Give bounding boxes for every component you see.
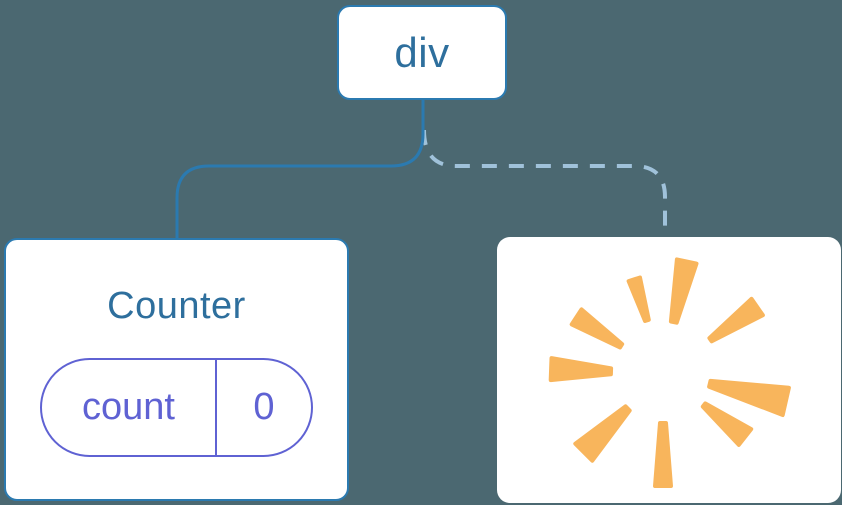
- counter-title: Counter: [107, 285, 246, 327]
- node-removed: [497, 237, 841, 503]
- state-key-label: count: [42, 359, 217, 455]
- root-node-label: div: [394, 28, 450, 76]
- poof-icon: [548, 257, 791, 488]
- state-value-label: 0: [253, 385, 275, 428]
- solid-link: [175, 100, 425, 238]
- node-counter: Counter count 0: [4, 238, 349, 501]
- node-div: div: [337, 5, 507, 100]
- state-pill: count 0: [40, 357, 313, 457]
- dashed-link: [422, 129, 667, 236]
